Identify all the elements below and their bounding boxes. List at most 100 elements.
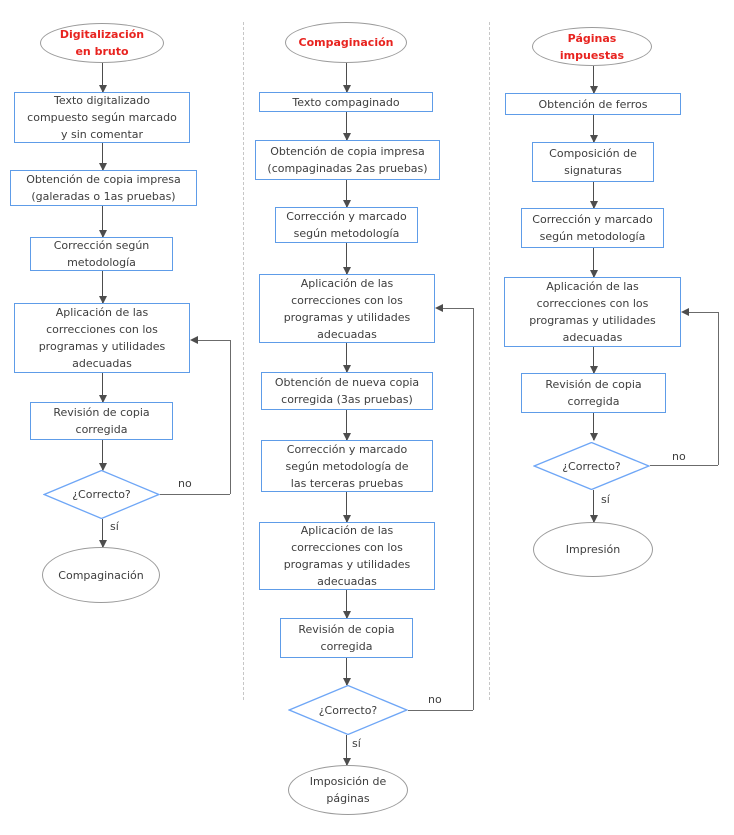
- col2-step-7-label: Aplicación de las correcciones con los p…: [283, 524, 411, 588]
- column-divider-right: [489, 22, 490, 700]
- col3-yes-label: sí: [601, 493, 610, 506]
- col2-step-3-box: Corrección y marcado según metodología: [275, 207, 418, 243]
- col1-step-1-box: Texto digitalizado compuesto según marca…: [14, 92, 190, 143]
- flow-arrow-down: [589, 248, 598, 278]
- col2-no-label: no: [428, 693, 442, 706]
- col3-no-label: no: [672, 450, 686, 463]
- col3-step-3-box: Corrección y marcado según metodología: [521, 208, 664, 248]
- col2-end-node: Imposición de páginas: [288, 765, 408, 815]
- col3-step-1-label: Obtención de ferros: [538, 97, 648, 111]
- col1-decision-label: ¿Correcto?: [72, 488, 131, 501]
- col2-step-5-box: Obtención de nueva copia corregida (3as …: [261, 372, 433, 410]
- flow-arrow-down: [98, 63, 107, 93]
- flow-arrow-down: [342, 63, 351, 93]
- diamond-shape: [43, 470, 160, 519]
- loop-segment: [197, 340, 230, 341]
- flow-arrow-down: [98, 440, 107, 471]
- flow-arrow-down: [342, 410, 351, 441]
- flow-arrow-down: [342, 343, 351, 373]
- col3-step-1-box: Obtención de ferros: [505, 93, 681, 115]
- col2-step-5-label: Obtención de nueva copia corregida (3as …: [274, 376, 420, 406]
- col1-decision-diamond: ¿Correcto?: [43, 470, 160, 519]
- col3-end-node: Impresión: [533, 522, 653, 577]
- col1-step-5-label: Revisión de copia corregida: [53, 406, 150, 436]
- col2-decision-diamond: ¿Correcto?: [288, 685, 408, 735]
- flow-arrow-down: [98, 143, 107, 171]
- col2-start-node: Compaginación: [285, 22, 407, 63]
- loop-segment: [718, 312, 719, 465]
- loop-segment: [160, 494, 230, 495]
- col3-step-4-label: Aplicación de las correcciones con los p…: [529, 280, 656, 344]
- col1-step-3-box: Corrección según metodología: [30, 237, 173, 271]
- column-divider-left: [243, 22, 244, 700]
- flow-arrow-down: [98, 206, 107, 238]
- col3-start-title: Páginas impuestas: [559, 31, 625, 62]
- col3-step-5-box: Revisión de copia corregida: [521, 373, 666, 413]
- col1-start-node: Digitalización en bruto: [40, 23, 164, 63]
- col2-step-3-label: Corrección y marcado según metodología: [286, 210, 407, 240]
- loop-segment: [442, 308, 473, 309]
- col2-start-title: Compaginación: [298, 36, 394, 49]
- flow-arrow-down: [342, 180, 351, 208]
- flow-arrow-down: [589, 66, 598, 94]
- col2-step-4-box: Aplicación de las correcciones con los p…: [259, 274, 435, 343]
- loop-segment: [473, 308, 474, 710]
- col2-step-6-label: Corrección y marcado según metodología d…: [285, 442, 409, 490]
- flow-arrow-down: [589, 490, 598, 523]
- loop-segment: [408, 710, 473, 711]
- flow-arrow-down: [342, 243, 351, 275]
- col1-step-5-box: Revisión de copia corregida: [30, 402, 173, 440]
- arrowhead-left-icon: [190, 336, 198, 344]
- col2-step-7-box: Aplicación de las correcciones con los p…: [259, 522, 435, 590]
- loop-segment: [688, 312, 718, 313]
- col2-step-8-box: Revisión de copia corregida: [280, 618, 413, 658]
- col2-end-label: Imposición de páginas: [309, 775, 387, 805]
- col1-start-title: Digitalización en bruto: [59, 28, 145, 58]
- col3-decision-diamond: ¿Correcto?: [533, 442, 650, 490]
- col3-decision-label: ¿Correcto?: [562, 459, 621, 473]
- col3-end-label: Impresión: [565, 543, 621, 556]
- flow-arrow-down: [589, 115, 598, 143]
- diamond-shape: [288, 685, 408, 735]
- col2-decision-label: ¿Correcto?: [318, 703, 378, 717]
- flow-arrow-down: [342, 492, 351, 523]
- col1-no-label: no: [178, 477, 192, 490]
- arrowhead-left-icon: [435, 304, 443, 312]
- flow-arrow-down: [589, 347, 598, 374]
- col1-step-4-box: Aplicación de las correcciones con los p…: [14, 303, 190, 373]
- col1-step-3-label: Corrección según metodología: [53, 239, 150, 269]
- col3-step-2-label: Composición de signaturas: [549, 147, 637, 177]
- col3-step-3-label: Corrección y marcado según metodología: [532, 213, 653, 243]
- flow-arrow-down: [342, 735, 351, 766]
- col3-step-4-box: Aplicación de las correcciones con los p…: [504, 277, 681, 347]
- col2-step-1-label: Texto compaginado: [292, 95, 400, 109]
- col1-step-2-box: Obtención de copia impresa (galeradas o …: [10, 170, 197, 206]
- flow-arrow-down: [342, 112, 351, 141]
- col3-start-node: Páginas impuestas: [532, 27, 652, 66]
- arrowhead-left-icon: [681, 308, 689, 316]
- col1-step-1-label: Texto digitalizado compuesto según marca…: [27, 94, 177, 141]
- col2-step-6-box: Corrección y marcado según metodología d…: [261, 440, 433, 492]
- col2-step-8-label: Revisión de copia corregida: [298, 623, 395, 653]
- col2-yes-label: sí: [352, 737, 361, 750]
- col1-yes-label: sí: [110, 520, 119, 533]
- flow-arrow-down: [98, 373, 107, 403]
- col2-step-2-box: Obtención de copia impresa (compaginadas…: [255, 140, 440, 180]
- diamond-shape: [533, 442, 650, 490]
- col1-step-2-label: Obtención de copia impresa (galeradas o …: [26, 173, 181, 203]
- loop-segment: [230, 340, 231, 494]
- flow-arrow-down: [589, 182, 598, 209]
- flow-arrow-down: [342, 658, 351, 686]
- col1-end-label: Compaginación: [58, 568, 144, 582]
- col2-step-1-box: Texto compaginado: [259, 92, 433, 112]
- col1-step-4-label: Aplicación de las correcciones con los p…: [38, 306, 166, 370]
- flow-arrow-down: [98, 271, 107, 304]
- flow-arrow-down: [589, 413, 598, 441]
- flow-arrow-down: [342, 590, 351, 619]
- flow-arrow-down: [98, 519, 107, 548]
- loop-segment: [650, 465, 718, 466]
- col1-end-node: Compaginación: [42, 547, 160, 603]
- col2-step-2-label: Obtención de copia impresa (compaginadas…: [267, 145, 428, 175]
- col3-step-5-label: Revisión de copia corregida: [545, 378, 642, 408]
